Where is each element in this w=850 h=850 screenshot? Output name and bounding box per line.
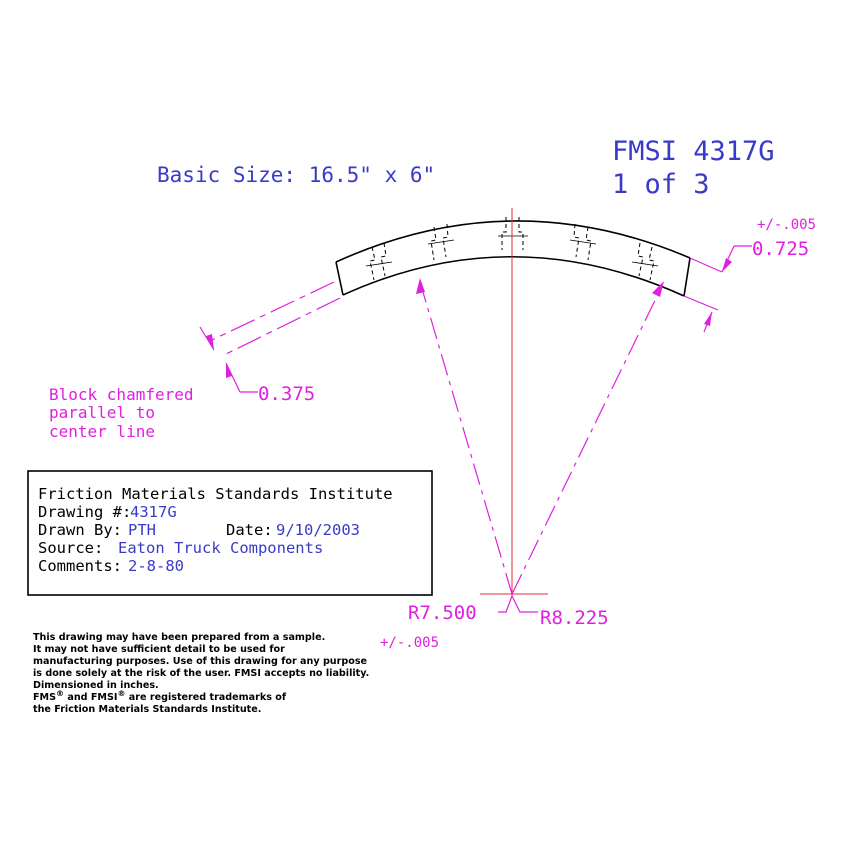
comments-label: Comments: [38, 557, 122, 575]
rivet-hole-5 [637, 242, 655, 281]
chamfer-arrow-top [206, 334, 214, 350]
rivet-hole-1 [369, 242, 387, 281]
disclaimer-line-3: manufacturing purposes. Use of this draw… [33, 656, 368, 667]
title-block [27, 470, 433, 596]
drawing-number-value: 4317G [130, 503, 177, 521]
source-value: Eaton Truck Components [118, 539, 323, 557]
rivet-holes [369, 217, 655, 281]
date-value: 9/10/2003 [276, 521, 360, 539]
disclaimer-line-5: Dimensioned in inches. [33, 680, 159, 691]
drawn-by-label: Drawn By: [38, 521, 122, 539]
rivet-hole-4 [573, 223, 592, 261]
chamfer-note-line-3: center line [49, 422, 155, 441]
source-label: Source: [38, 539, 103, 557]
title-block-institute: Friction Materials Standards Institute [38, 485, 393, 503]
chamfer-note-line-1: Block chamfered [49, 385, 194, 404]
basic-size-label: Basic Size: 16.5" x 6" [157, 163, 435, 187]
registered-mark: ® [56, 689, 64, 698]
brake-block-outline [335, 220, 691, 297]
radius-leaders [419, 281, 663, 595]
disclaimer-line-1: This drawing may have been prepared from… [33, 632, 325, 643]
registered-mark: ® [117, 689, 125, 698]
outer-radius-label: R8.225 [540, 607, 609, 629]
block-inner-arc [342, 255, 685, 297]
inner-radius-label: R7.500 [408, 602, 477, 624]
part-number: FMSI 4317G [612, 136, 775, 167]
date-label: Date: [226, 521, 273, 539]
chamfer-extension-lines [199, 281, 341, 393]
thickness-arrow-bottom [704, 312, 712, 326]
rivet-hole-3 [501, 217, 524, 250]
disclaimer-line-7: the Friction Materials Standards Institu… [33, 704, 261, 715]
block-outer-arc [335, 220, 691, 263]
thickness-value: 0.725 [752, 238, 809, 260]
radius-tolerance: +/-.005 [380, 635, 439, 651]
disclaimer-line-4: is done solely at the risk of the user. … [33, 668, 369, 679]
radius-label-leaders [498, 595, 538, 613]
radius-line-left [419, 281, 513, 595]
rivet-centerlines [365, 235, 659, 267]
thickness-arrow-top [722, 258, 732, 272]
rivet-hole-2 [430, 223, 449, 261]
comments-value: 2-8-80 [128, 557, 184, 575]
radius-arrow-left [416, 278, 425, 294]
chamfer-value: 0.375 [258, 383, 315, 405]
disclaimer-line-2: It may not have sufficient detail to be … [33, 644, 285, 655]
chamfer-arrow-bottom [226, 363, 232, 378]
block-right-chamfer [683, 257, 691, 297]
radius-arrow-right [652, 281, 664, 297]
sheet-number: 1 of 3 [612, 169, 710, 200]
thickness-dimension [683, 245, 752, 333]
disclaimer-line-6: FMS® and FMSI® are registered trademarks… [33, 689, 287, 703]
chamfer-note-line-2: parallel to [49, 403, 155, 422]
block-left-chamfer [335, 261, 344, 296]
drawing-number-label: Drawing #: [38, 503, 131, 521]
drawn-by-value: PTH [128, 521, 156, 539]
thickness-tolerance: +/-.005 [757, 217, 816, 233]
radius-line-right [511, 285, 663, 595]
